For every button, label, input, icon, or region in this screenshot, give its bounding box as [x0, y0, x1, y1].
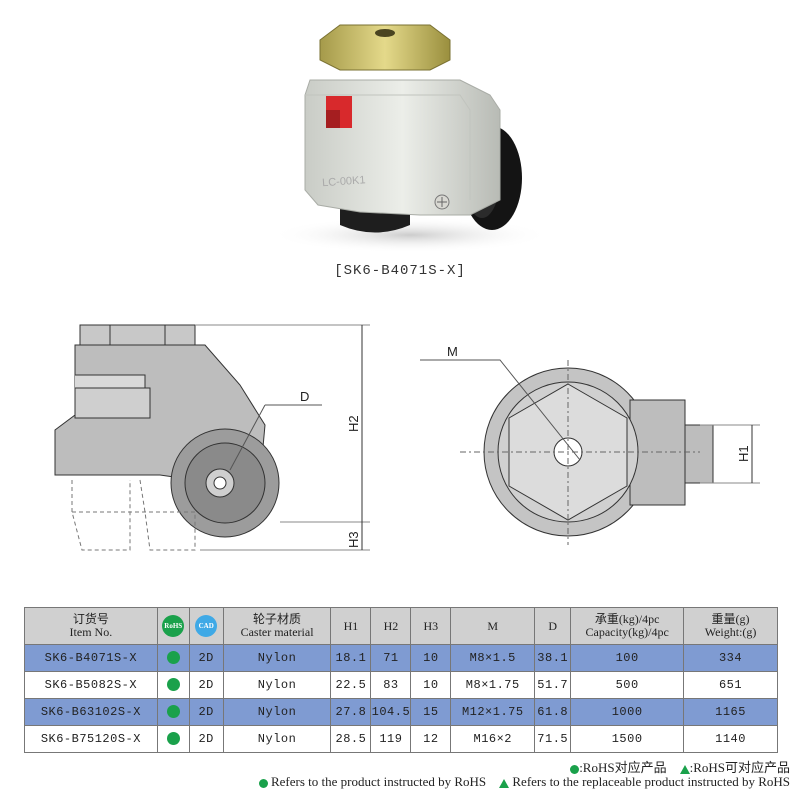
- cell-m: M8×1.75: [450, 671, 536, 699]
- header-h2: H2: [370, 607, 412, 645]
- cell-rohs: [156, 725, 190, 753]
- cell-d: 51.7: [534, 671, 572, 699]
- cell-h3: 10: [410, 644, 452, 672]
- table-row: SK6-B4071S-X 2D Nylon 18.1 71 10 M8×1.5 …: [24, 644, 778, 672]
- cell-item: SK6-B63102S-X: [24, 698, 158, 726]
- label-h3: H3: [346, 531, 361, 548]
- cell-h2: 119: [370, 725, 412, 753]
- cell-weight: 334: [683, 644, 778, 672]
- cell-weight: 1165: [683, 698, 778, 726]
- legend-rohs-cn: :RoHS对应产品: [579, 760, 667, 775]
- part-marking: LC-00K1: [322, 174, 366, 189]
- label-m: M: [447, 344, 458, 359]
- rohs-dot-icon: [258, 778, 268, 788]
- cell-weight: 1140: [683, 725, 778, 753]
- cell-item: SK6-B5082S-X: [24, 671, 158, 699]
- cell-h1: 18.1: [330, 644, 372, 672]
- cell-capacity: 100: [570, 644, 685, 672]
- cell-d: 38.1: [534, 644, 572, 672]
- cell-h1: 22.5: [330, 671, 372, 699]
- cell-material: Nylon: [222, 698, 332, 726]
- cell-d: 61.8: [534, 698, 572, 726]
- cad-icon: CAD: [195, 615, 218, 637]
- cell-cad: 2D: [188, 698, 224, 726]
- cell-capacity: 500: [570, 671, 685, 699]
- rohs-dot-icon: [166, 705, 180, 719]
- cell-h3: 15: [410, 698, 452, 726]
- cell-material: Nylon: [222, 671, 332, 699]
- cell-h2: 71: [370, 644, 412, 672]
- legend-rohs-replaceable-en: Refers to the replaceable product instru…: [512, 774, 790, 789]
- cell-h3: 12: [410, 725, 452, 753]
- cell-h3: 10: [410, 671, 452, 699]
- cell-cad: 2D: [188, 725, 224, 753]
- legend-line-1: :RoHS对应产品 :RoHS可对应产品: [0, 757, 790, 776]
- cell-material: Nylon: [222, 644, 332, 672]
- cell-h2: 83: [370, 671, 412, 699]
- header-cad: CAD: [188, 607, 224, 645]
- cell-capacity: 1500: [570, 725, 685, 753]
- rohs-triangle-icon: [499, 778, 510, 788]
- header-rohs: RoHS: [156, 607, 190, 645]
- photo-caption: [SK6-B4071S-X]: [334, 263, 466, 279]
- product-photo: LC-00K1: [270, 24, 550, 253]
- header-d: D: [534, 607, 572, 645]
- cell-item: SK6-B75120S-X: [24, 725, 158, 753]
- cell-capacity: 1000: [570, 698, 685, 726]
- header-h1: H1: [330, 607, 372, 645]
- cell-h1: 27.8: [330, 698, 372, 726]
- cell-rohs: [156, 671, 190, 699]
- legend-rohs-en: Refers to the product instructed by RoHS: [270, 774, 487, 789]
- header-h3: H3: [410, 607, 452, 645]
- label-d: D: [300, 389, 309, 404]
- rohs-triangle-icon: [679, 764, 690, 774]
- cell-rohs: [156, 644, 190, 672]
- table-row: SK6-B75120S-X 2D Nylon 28.5 119 12 M16×2…: [24, 725, 778, 753]
- technical-drawing: D H2 H3 M H1: [54, 324, 760, 551]
- label-h1: H1: [736, 445, 751, 462]
- cell-cad: 2D: [188, 644, 224, 672]
- cell-cad: 2D: [188, 671, 224, 699]
- cell-m: M16×2: [450, 725, 536, 753]
- header-m: M: [450, 607, 536, 645]
- cell-rohs: [156, 698, 190, 726]
- rohs-dot-icon: [166, 732, 180, 746]
- table-row: SK6-B5082S-X 2D Nylon 22.5 83 10 M8×1.75…: [24, 671, 778, 699]
- header-weight: 重量(g)Weight:(g): [683, 607, 778, 645]
- rohs-icon: RoHS: [162, 615, 185, 637]
- cell-h2: 104.5: [370, 698, 412, 726]
- cell-m: M8×1.5: [450, 644, 536, 672]
- table-row: SK6-B63102S-X 2D Nylon 27.8 104.5 15 M12…: [24, 698, 778, 726]
- legend-line-2: Refers to the product instructed by RoHS…: [0, 774, 790, 790]
- cell-h1: 28.5: [330, 725, 372, 753]
- rohs-dot-icon: [166, 651, 180, 665]
- label-h2: H2: [346, 415, 361, 432]
- cell-material: Nylon: [222, 725, 332, 753]
- cell-m: M12×1.75: [450, 698, 536, 726]
- cell-item: SK6-B4071S-X: [24, 644, 158, 672]
- legend-rohs-replaceable-cn: :RoHS可对应产品: [689, 760, 790, 775]
- cell-d: 71.5: [534, 725, 572, 753]
- rohs-dot-icon: [166, 678, 180, 692]
- cell-weight: 651: [683, 671, 778, 699]
- rohs-dot-icon: [570, 764, 580, 774]
